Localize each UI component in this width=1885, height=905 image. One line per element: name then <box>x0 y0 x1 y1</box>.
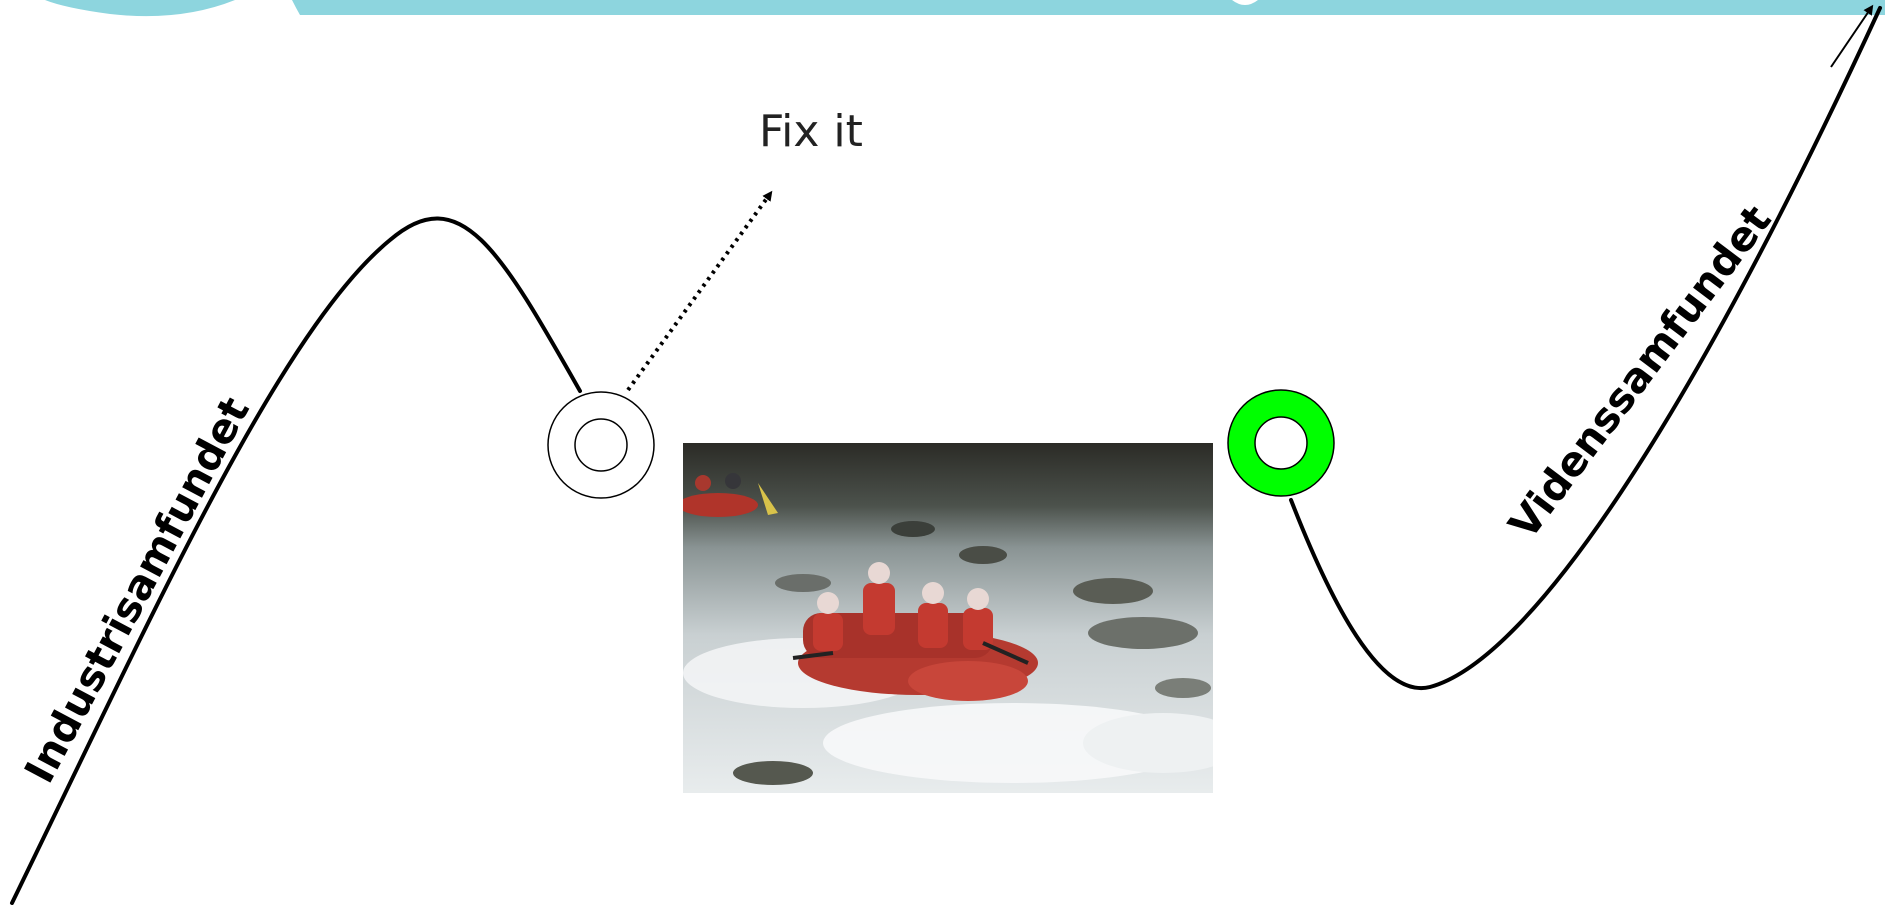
left-curve <box>12 218 580 903</box>
right-curve <box>1291 8 1880 688</box>
banner-swoosh-mid <box>292 0 372 15</box>
ring-right <box>1228 390 1334 496</box>
ring-left <box>548 392 654 498</box>
fix-it-label: Fix it <box>759 110 863 154</box>
dotted-arrow <box>628 194 770 390</box>
rafting-photo <box>683 443 1213 793</box>
top-banner <box>45 0 1885 16</box>
banner-swoosh-left <box>45 0 235 16</box>
